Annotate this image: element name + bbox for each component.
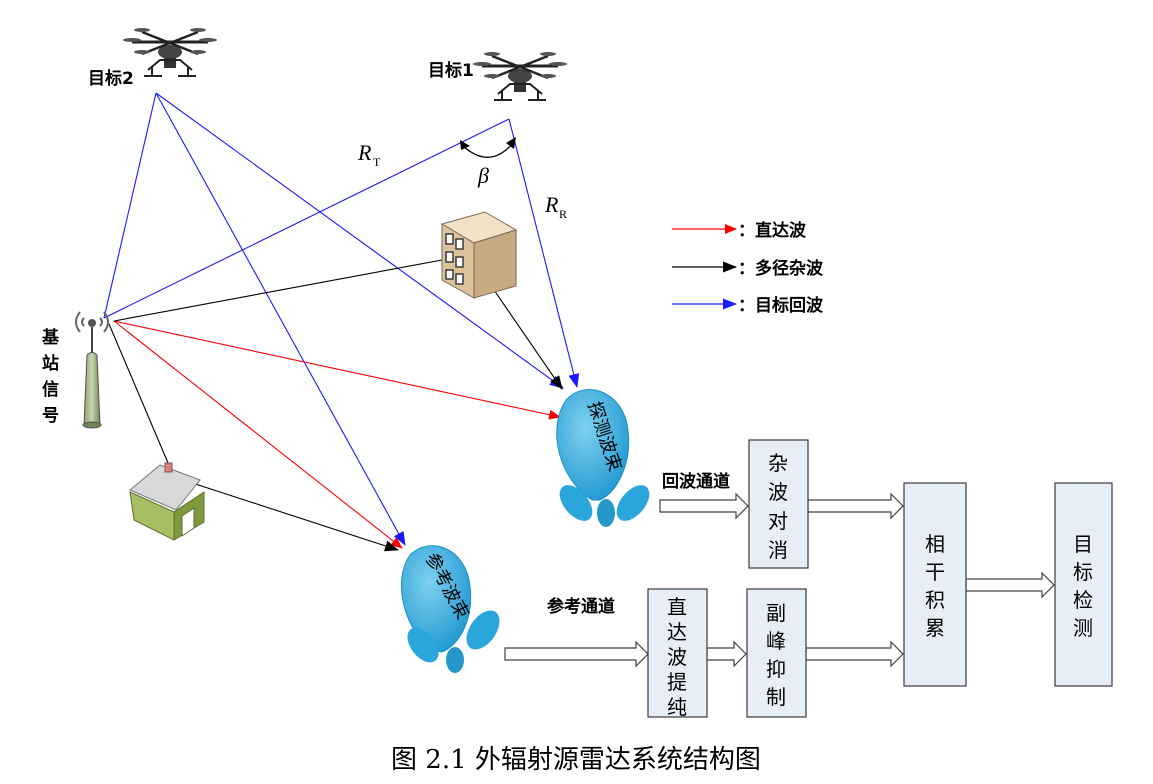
block-purify-char-4: 提: [667, 670, 687, 694]
echo-path-bs-t1: [103, 118, 510, 319]
block-clutter-char-4: 消: [768, 538, 788, 562]
block-clutter-char-2: 波: [768, 480, 788, 504]
block-detection-char-2: 标: [1073, 560, 1093, 584]
house-icon: [129, 462, 205, 541]
block-clutter-char-1: 杂: [768, 451, 788, 475]
direct-path-detect: [113, 320, 561, 420]
base-station-char-4: 号: [42, 406, 59, 426]
rr-main: R: [544, 192, 559, 217]
figure-caption: 图 2.1 外辐射源雷达系统结构图: [391, 745, 761, 775]
legend-echo-label: ：目标回波: [738, 295, 824, 316]
block-sidelobe-char-2: 峰: [766, 629, 786, 653]
block-target-detection: 目 标 检 测: [1054, 482, 1113, 687]
beta-symbol: β: [477, 163, 489, 188]
signal-paths: [103, 92, 580, 552]
base-station-char-3: 信: [42, 379, 59, 400]
echo-path-t2-reference: [155, 92, 406, 546]
target1-label: 目标1: [428, 60, 474, 81]
block-coherent-integration: 相 干 积 累: [903, 482, 967, 687]
drone-icon-target2: [123, 28, 217, 77]
rr-sub: R: [559, 207, 567, 221]
base-station-label: 基 站 信 号: [41, 327, 60, 426]
echo-path-bs-t2: [103, 92, 157, 319]
block-clutter-cancellation: 杂 波 对 消: [748, 439, 809, 569]
block-purify-char-3: 波: [667, 645, 687, 669]
rt-main: R: [357, 140, 372, 165]
rt-sub: T: [373, 155, 381, 169]
legend: ：直达波 ：多径杂波 ：目标回波: [672, 220, 824, 316]
rt-symbol: R T: [357, 140, 381, 169]
flow-arrow-suppress-integrate: [805, 640, 904, 668]
target2-label: 目标2: [88, 68, 134, 89]
echo-path-t2-detect: [155, 92, 564, 389]
direct-path-reference: [113, 320, 403, 549]
block-purify-char-5: 纯: [667, 695, 687, 719]
block-sidelobe-char-3: 抑: [766, 657, 786, 681]
flow-arrow-purify-suppress: [706, 640, 747, 668]
block-clutter-char-3: 对: [768, 509, 788, 533]
base-station-tower-icon: [75, 311, 109, 429]
reference-channel-label: 参考通道: [547, 596, 615, 617]
building-icon: [440, 211, 518, 299]
rr-symbol: R R: [544, 192, 567, 221]
block-coherent-char-3: 积: [925, 588, 945, 612]
reference-beam: 参考波束: [401, 545, 500, 673]
detection-beam: 探测波束: [556, 389, 650, 527]
block-purify-char-2: 达: [667, 620, 687, 644]
base-station-char-1: 基: [41, 327, 60, 348]
block-direct-purification: 直 达 波 提 纯: [647, 588, 708, 719]
flow-arrows: [504, 492, 1055, 668]
block-detection-char-1: 目: [1073, 532, 1093, 556]
echo-channel-label: 回波通道: [662, 471, 730, 492]
legend-multipath-label: ：多径杂波: [738, 258, 824, 279]
block-sidelobe-char-1: 副: [766, 601, 786, 625]
block-coherent-char-2: 干: [925, 560, 945, 584]
legend-direct-label: ：直达波: [738, 220, 807, 241]
block-coherent-char-4: 累: [925, 616, 945, 640]
echo-path-t1-detect: [508, 118, 580, 388]
block-sidelobe-suppression: 副 峰 抑 制: [746, 588, 807, 718]
block-sidelobe-char-4: 制: [766, 685, 786, 709]
beta-angle: [460, 137, 516, 158]
flow-arrow-cancel-integrate: [807, 492, 904, 520]
block-detection-char-3: 检: [1073, 588, 1093, 612]
drone-icon-target1: [473, 52, 567, 101]
block-detection-char-4: 测: [1073, 616, 1093, 640]
flow-arrow-integrate-detect: [965, 571, 1055, 599]
flow-arrow-ref-in: [504, 640, 649, 668]
block-purify-char-1: 直: [667, 595, 687, 619]
block-coherent-char-1: 相: [925, 532, 945, 556]
multipath-house-reference: [173, 476, 399, 552]
flow-arrow-echo-in: [659, 492, 749, 520]
multipath-bs-house: [108, 323, 175, 478]
multipath-bs-building: [113, 254, 470, 322]
base-station-char-2: 站: [42, 353, 59, 374]
